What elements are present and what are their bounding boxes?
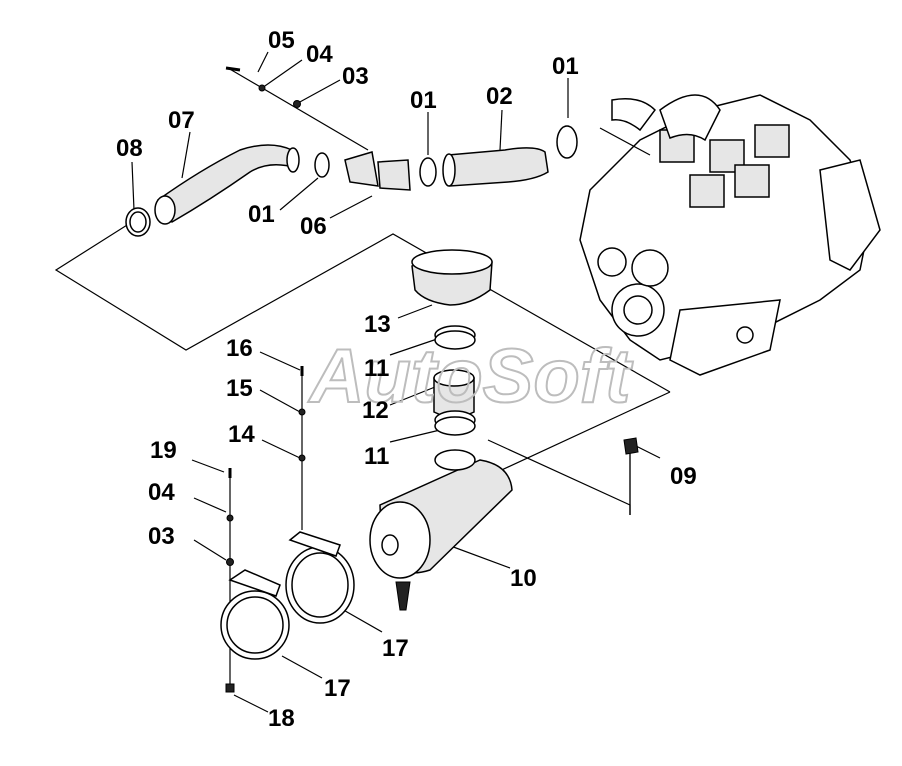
callout-11-a: 11 — [364, 355, 389, 382]
callout-01-c: 01 — [248, 201, 275, 228]
callout-04-top: 04 — [306, 41, 333, 68]
mounting-bands — [220, 366, 355, 693]
callout-16: 16 — [226, 335, 253, 362]
callout-05: 05 — [268, 27, 295, 54]
callout-06: 06 — [300, 213, 327, 240]
callout-19: 19 — [150, 437, 177, 464]
callout-01-b: 01 — [552, 53, 579, 80]
clamp-01c — [556, 125, 578, 159]
engine — [579, 94, 881, 376]
callout-18: 18 — [268, 705, 295, 732]
callout-13: 13 — [364, 311, 391, 338]
callout-12: 12 — [362, 397, 389, 424]
callout-03-bottom: 03 — [148, 523, 175, 550]
callout-04-bottom: 04 — [148, 479, 175, 506]
callout-labels: 05 04 03 07 08 01 02 01 01 06 13 16 11 1… — [116, 27, 697, 732]
clamp-01b — [419, 157, 437, 187]
callout-03-top: 03 — [342, 63, 369, 90]
callout-15: 15 — [226, 375, 253, 402]
callout-17-b: 17 — [324, 675, 351, 702]
watermark-text: AutoSoft — [308, 334, 633, 419]
intake-hoses — [125, 66, 578, 237]
callout-02: 02 — [486, 83, 513, 110]
leader-lines — [54, 51, 671, 713]
clamp-01a — [314, 152, 330, 178]
callout-08: 08 — [116, 135, 143, 162]
elbow-hose-07 — [156, 144, 298, 224]
fitting-09 — [623, 437, 639, 455]
adapter-06 — [344, 151, 379, 187]
callout-17-a: 17 — [382, 635, 409, 662]
callout-07: 07 — [168, 107, 195, 134]
callout-09: 09 — [670, 463, 697, 490]
hose-02 — [447, 147, 549, 187]
air-cleaner — [369, 249, 639, 611]
callout-10: 10 — [510, 565, 537, 592]
callout-14: 14 — [228, 421, 255, 448]
callout-01-a: 01 — [410, 87, 437, 114]
callout-11-b: 11 — [364, 443, 389, 470]
